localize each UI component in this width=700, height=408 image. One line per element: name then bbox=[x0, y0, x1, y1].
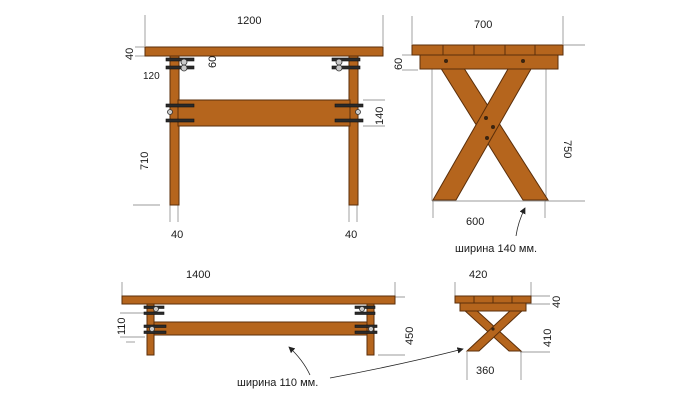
dim-table-top-thickness: 40 bbox=[124, 48, 136, 60]
dim-table-right-leg: 40 bbox=[345, 229, 357, 241]
bench-board-width-note: ширина 110 мм. bbox=[237, 377, 318, 389]
dim-table-side-height: 750 bbox=[561, 140, 573, 158]
dim-table-bracket-height: 60 bbox=[207, 56, 219, 68]
bench-leader-arrow bbox=[288, 346, 311, 376]
bench-right-bracket bbox=[354, 305, 378, 334]
dim-table-stretcher-height: 140 bbox=[374, 107, 386, 125]
table-front-view: 1200 40 120 60 140 710 40 40 bbox=[124, 15, 386, 241]
dim-bench-side-base: 360 bbox=[476, 365, 494, 377]
dim-bench-side-width: 420 bbox=[469, 269, 487, 281]
bench-side-rail bbox=[459, 302, 527, 312]
table-left-leg bbox=[169, 55, 180, 206]
dim-table-side-base: 600 bbox=[466, 216, 484, 228]
dim-bench-height: 450 bbox=[404, 327, 416, 345]
table-top bbox=[144, 46, 384, 57]
dim-bench-apron-height: 110 bbox=[116, 317, 128, 335]
table-leader-arrow bbox=[515, 207, 526, 237]
bench-left-bracket bbox=[143, 305, 167, 334]
table-right-stretcher-bracket bbox=[334, 103, 364, 123]
dim-bench-top-length: 1400 bbox=[186, 269, 210, 281]
bench-apron bbox=[153, 321, 368, 336]
bench-top bbox=[121, 295, 396, 305]
table-right-leg bbox=[348, 55, 359, 206]
table-left-bracket bbox=[165, 57, 195, 72]
dim-table-bracket-offset: 120 bbox=[143, 71, 160, 82]
table-side-rail bbox=[419, 54, 559, 70]
dim-table-left-leg: 40 bbox=[171, 229, 183, 241]
dim-table-side-top-thickness: 60 bbox=[393, 58, 405, 70]
bench-front-view: 1400 110 450 ширина 110 мм. bbox=[116, 269, 416, 389]
dim-table-top-length: 1200 bbox=[237, 15, 261, 27]
bench-side-view: 420 40 410 360 bbox=[329, 269, 563, 380]
table-stretcher bbox=[177, 99, 351, 127]
table-right-bracket bbox=[331, 57, 361, 72]
dim-bench-leg-height: 410 bbox=[542, 329, 554, 347]
table-left-stretcher-bracket bbox=[165, 103, 195, 123]
table-board-width-note: ширина 140 мм. bbox=[455, 243, 537, 255]
table-side-view: 700 60 750 600 ширина 140 мм. bbox=[393, 16, 585, 255]
dim-table-height: 710 bbox=[139, 152, 151, 170]
dim-table-side-width: 700 bbox=[474, 19, 492, 31]
dim-bench-side-top-thickness: 40 bbox=[551, 296, 563, 308]
bench-side-leader-arrow bbox=[329, 347, 464, 379]
table-side-top bbox=[411, 44, 564, 56]
